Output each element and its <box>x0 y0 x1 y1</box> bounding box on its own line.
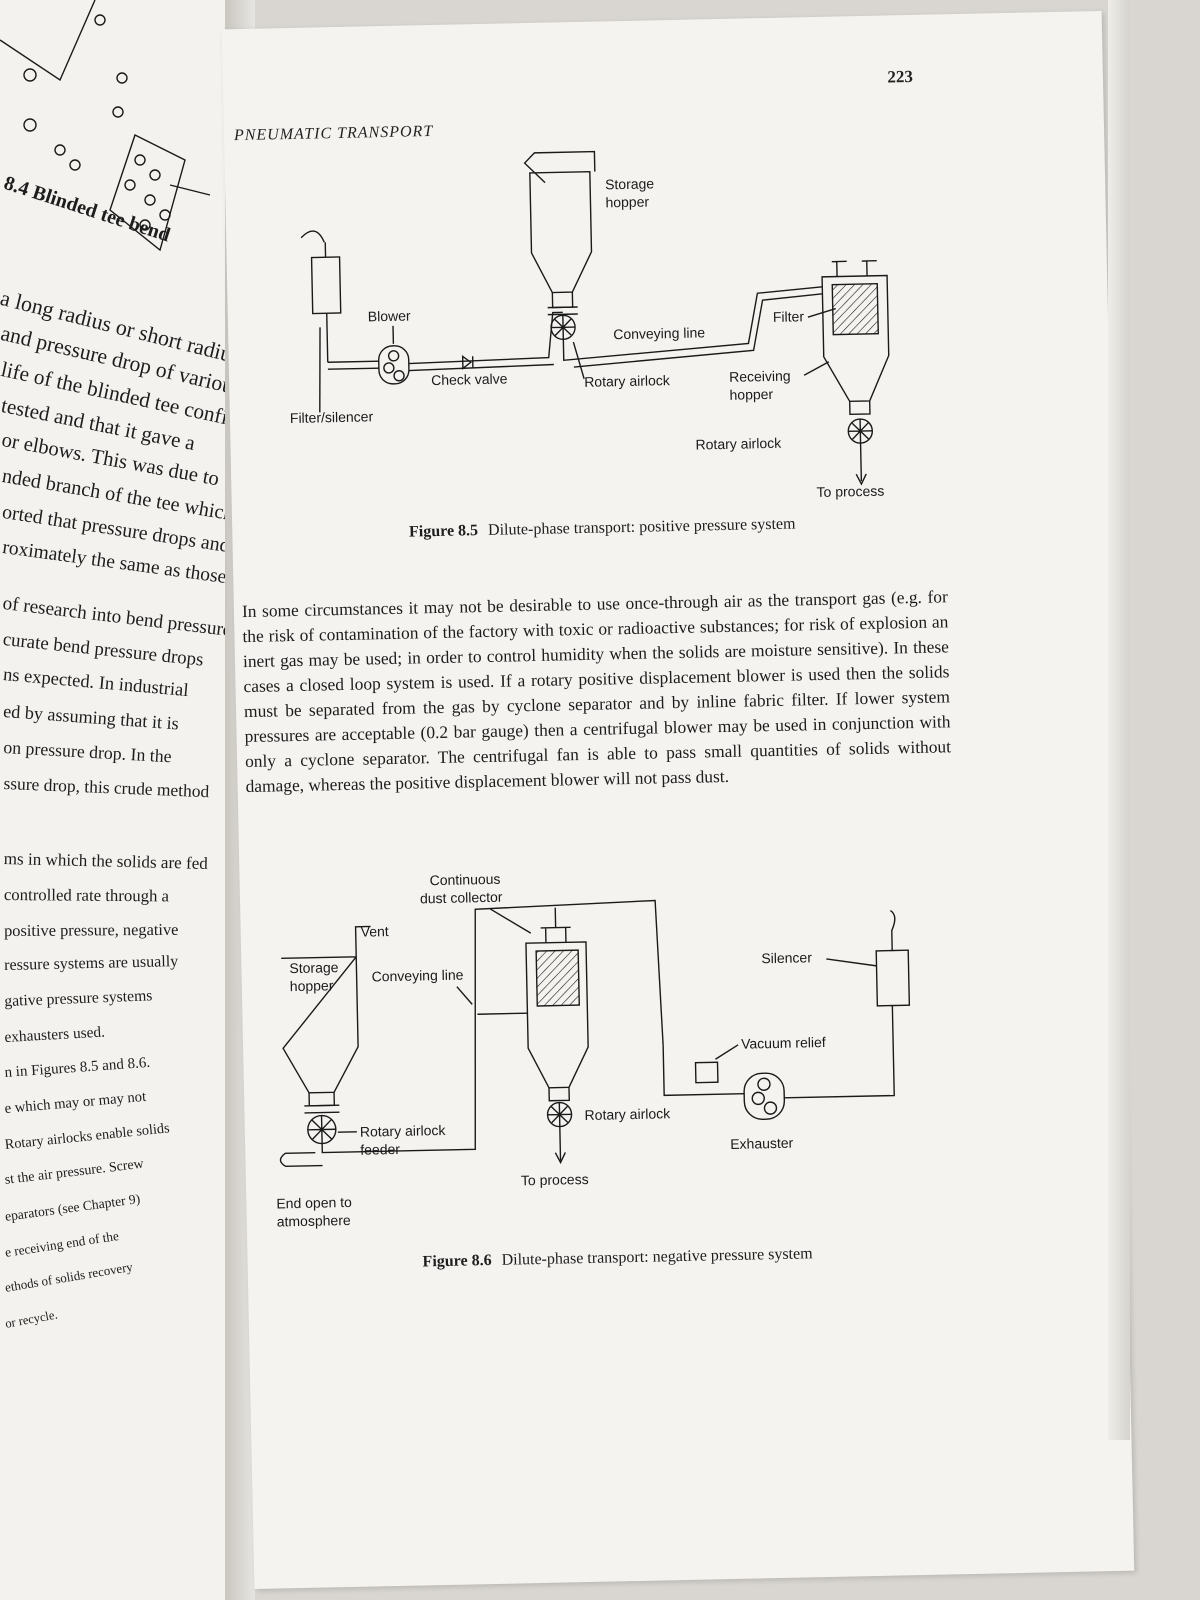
down-arrow-icon <box>554 1152 566 1165</box>
left-page-line: ethods of solids recovery <box>4 1259 134 1295</box>
label-storage-hopper-2: hopper <box>290 977 334 994</box>
label-storage-hopper-2: hopper <box>605 193 649 210</box>
filter-element <box>535 949 580 1007</box>
body-paragraph: In some circumstances it may not be desi… <box>241 586 952 797</box>
label-storage-hopper-1: Storage <box>605 175 655 192</box>
page-number: 223 <box>887 66 914 87</box>
label-filter-silencer: Filter/silencer <box>290 408 374 426</box>
running-head: PNEUMATIC TRANSPORT <box>233 122 434 145</box>
check-valve-icon <box>461 355 474 370</box>
label-to-process: To process <box>521 1171 589 1188</box>
down-arrow-icon <box>855 473 867 486</box>
label-rotary-airlock-feeder-1: Rotary airlock <box>360 1122 447 1140</box>
label-receiving-hopper-2: hopper <box>729 386 773 403</box>
label-receiving-hopper-1: Receiving <box>729 368 791 385</box>
label-vent: Vent <box>361 923 389 940</box>
left-page-line: eparators (see Chapter 9) <box>4 1190 142 1224</box>
filter-element <box>831 282 879 336</box>
figure-8-6-number: Figure 8.6 <box>422 1252 492 1271</box>
label-filter: Filter <box>773 308 805 325</box>
figure-8-6-caption-text: Dilute-phase transport: negative pressur… <box>501 1245 813 1269</box>
left-page-line: ressure systems are usually <box>4 953 179 974</box>
storage-hopper <box>279 899 664 1168</box>
right-page: 223 PNEUMATIC TRANSPORT Filter/silencer … <box>221 10 1135 1590</box>
label-end-open-1: End open to <box>276 1194 352 1212</box>
left-page: 8.4 Blinded tee bend a long radius or sh… <box>0 0 235 1600</box>
left-page-line: e receiving end of the <box>4 1228 120 1260</box>
filter-silencer <box>300 230 342 363</box>
left-page-line: ed by assuming that it is <box>2 701 180 734</box>
left-page-line: ns expected. In industrial <box>2 665 190 702</box>
page-stack-edge <box>1108 0 1130 1440</box>
blinded-tee-diagram <box>0 0 211 252</box>
storage-hopper <box>523 150 596 341</box>
label-check-valve: Check valve <box>431 370 508 388</box>
left-page-line: or recycle. <box>4 1307 59 1331</box>
label-rotary-airlock-feeder-2: feeder <box>360 1141 400 1158</box>
left-page-line: e which may or may not <box>4 1088 147 1117</box>
figure-8-5-caption-text: Dilute-phase transport: positive pressur… <box>487 515 796 539</box>
left-page-line: controlled rate through a <box>3 885 170 906</box>
label-conveying-line: Conveying line <box>371 967 463 985</box>
label-storage-hopper-1: Storage <box>289 959 339 976</box>
label-to-process: To process <box>816 483 884 500</box>
label-end-open-2: atmosphere <box>277 1212 351 1230</box>
vacuum-relief-valve <box>694 1061 719 1084</box>
figure-8-5-number: Figure 8.5 <box>408 522 479 541</box>
label-vacuum-relief: Vacuum relief <box>741 1034 826 1052</box>
left-page-line: ms in which the solids are fed <box>3 849 209 873</box>
figure-8-6-diagram: Continuous dust collector Vent Storage h… <box>276 871 911 1230</box>
label-conveying-line: Conveying line <box>613 324 705 342</box>
label-rotary-airlock-top: Rotary airlock <box>584 372 671 390</box>
left-page-line: on pressure drop. In the <box>2 737 173 767</box>
continuous-dust-collector <box>477 907 589 1165</box>
left-page-line: n in Figures 8.5 and 8.6. <box>4 1054 151 1081</box>
left-page-line: exhausters used. <box>4 1023 106 1046</box>
left-page-line: gative pressure systems <box>4 987 153 1010</box>
label-dust-collector-2: dust collector <box>420 889 503 907</box>
silencer <box>875 949 911 1007</box>
left-page-line: ssure drop, this crude method <box>3 773 210 802</box>
label-rotary-airlock-bottom: Rotary airlock <box>695 435 782 453</box>
label-silencer: Silencer <box>761 949 812 966</box>
label-dust-collector-1: Continuous <box>429 871 500 888</box>
exhauster <box>743 1072 786 1121</box>
left-page-line: Rotary airlocks enable solids <box>4 1120 171 1153</box>
label-exhauster: Exhauster <box>730 1135 794 1152</box>
label-blower: Blower <box>368 307 411 324</box>
left-page-line: st the air pressure. Screw <box>4 1156 145 1188</box>
figure-8-5-diagram: Filter/silencer Blower Check valve Stora… <box>290 150 890 500</box>
blower <box>378 345 410 385</box>
left-page-line: positive pressure, negative <box>4 919 179 940</box>
receiving-hopper <box>821 260 890 486</box>
label-rotary-airlock: Rotary airlock <box>584 1105 671 1123</box>
